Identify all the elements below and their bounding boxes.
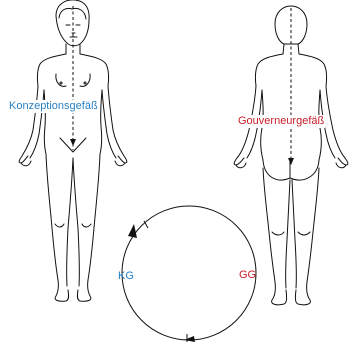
governor-vessel-label: Gouverneurgefäß: [237, 115, 325, 128]
circle-arrow-up-icon: [128, 224, 137, 238]
circulation-circle: [122, 206, 256, 340]
circle-arrow-left-icon: [184, 336, 195, 342]
back-body-figure: [234, 6, 348, 305]
conception-arrowhead: [70, 139, 76, 146]
kg-label: KG: [117, 270, 135, 283]
conception-vessel-label: Konzeptionsgefäß: [8, 100, 99, 113]
governor-arrowhead: [288, 158, 294, 165]
gg-label: GG: [238, 269, 257, 282]
